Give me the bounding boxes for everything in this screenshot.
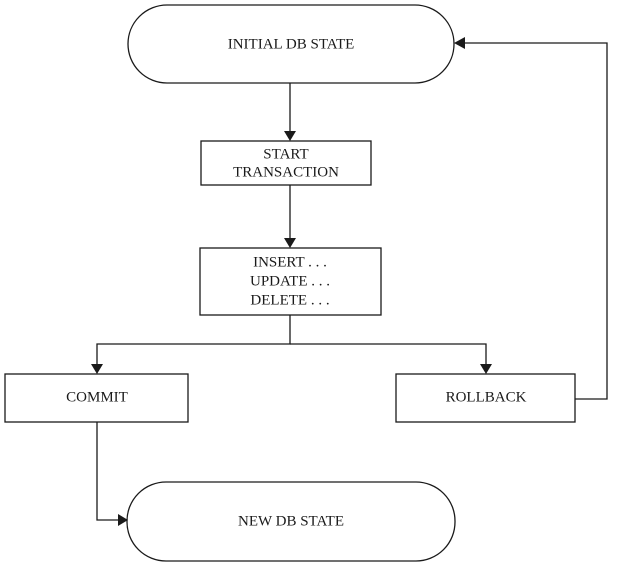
initial-db-state-label: INITIAL DB STATE xyxy=(228,36,355,52)
operation-insert-label: INSERT . . . xyxy=(253,254,327,270)
new-db-state-node xyxy=(126,481,456,562)
edge-operations-to-rollback xyxy=(290,343,487,366)
edge-operations-to-commit xyxy=(96,315,291,366)
rollback-label: ROLLBACK xyxy=(446,389,527,405)
edge-commit-to-new-state xyxy=(96,422,119,521)
operations-node xyxy=(199,247,382,316)
arrowhead-start xyxy=(284,131,296,141)
arrowhead-rollback xyxy=(480,364,492,374)
edge-rollback-to-initial xyxy=(463,42,608,400)
arrowhead-initial xyxy=(454,37,465,49)
rollback-node xyxy=(395,373,576,423)
start-transaction-label-line-2: TRANSACTION xyxy=(233,164,339,180)
arrowhead-new-state xyxy=(118,514,128,526)
commit-label: COMMIT xyxy=(66,389,128,405)
start-transaction-label-line-1: START xyxy=(263,146,308,162)
operation-update-label: UPDATE . . . xyxy=(250,273,330,289)
operation-delete-label: DELETE . . . xyxy=(250,292,329,308)
start-transaction-node xyxy=(200,140,372,186)
initial-db-state-node xyxy=(127,4,455,84)
commit-node xyxy=(4,373,189,423)
new-db-state-label: NEW DB STATE xyxy=(238,513,344,529)
arrowhead-operations xyxy=(284,238,296,248)
arrowhead-commit xyxy=(91,364,103,374)
